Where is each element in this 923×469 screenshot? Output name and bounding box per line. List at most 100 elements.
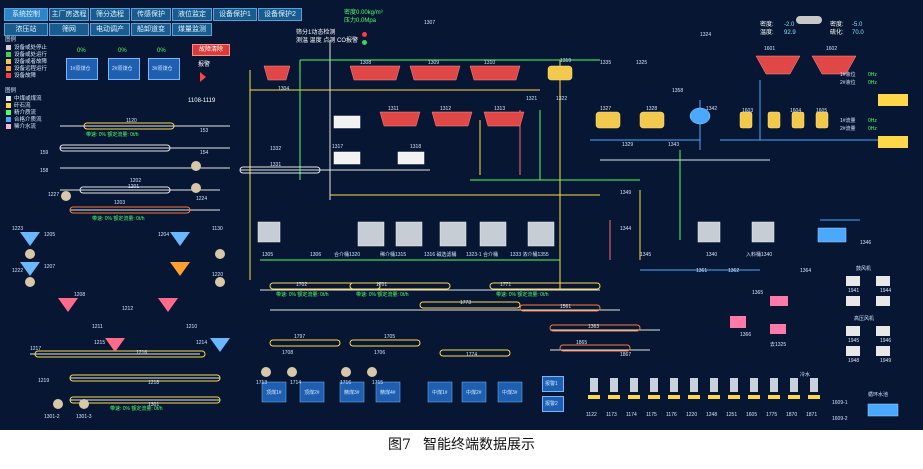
code-1361[interactable]: 1361 xyxy=(696,268,708,274)
code-1204[interactable]: 1204 xyxy=(158,232,170,238)
code-1713[interactable]: 1713 xyxy=(256,380,268,386)
nav-level[interactable]: 液位监定 xyxy=(172,8,212,21)
code-1602[interactable]: 1602 xyxy=(826,46,838,52)
code-1224[interactable]: 1224 xyxy=(196,196,208,202)
code-1301-2[interactable]: 1301-2 xyxy=(44,414,60,420)
code-1202[interactable]: 1202 xyxy=(130,178,142,184)
code-1349[interactable]: 1349 xyxy=(620,190,632,196)
code-1716[interactable]: 1716 xyxy=(340,380,352,386)
code-1317[interactable]: 1317 xyxy=(332,144,344,150)
nav-main-plant[interactable]: 主厂房选程 xyxy=(49,8,89,21)
code-1342[interactable]: 1342 xyxy=(706,106,718,112)
nav-equip-protect-1[interactable]: 设备保护1 xyxy=(213,8,257,21)
code-1701[interactable]: 1701 xyxy=(376,282,388,288)
pump-label[interactable]: 1175 xyxy=(646,412,657,418)
pump-label[interactable]: 1173 xyxy=(606,412,617,418)
code-1945[interactable]: 1945 xyxy=(848,338,860,344)
raw-coal-bin-2[interactable]: 2#原煤仓 xyxy=(108,58,140,80)
raw-coal-bin-1[interactable]: 1#原煤仓 xyxy=(66,58,98,80)
product-bin-3[interactable]: 精煤3# xyxy=(344,390,360,396)
code-1327[interactable]: 1327 xyxy=(600,106,612,112)
product-bin-4[interactable]: 精煤4# xyxy=(380,390,396,396)
pump-label[interactable]: 1775 xyxy=(766,412,778,418)
code-1774[interactable]: 1774 xyxy=(466,352,478,358)
code-1322[interactable]: 1322 xyxy=(556,96,568,102)
code-1362[interactable]: 1362 xyxy=(728,268,740,274)
code-1949[interactable]: 1949 xyxy=(880,358,892,364)
code-1207[interactable]: 1207 xyxy=(44,264,56,270)
code-1363[interactable]: 1363 xyxy=(588,324,600,330)
code-1307[interactable]: 1307 xyxy=(424,20,436,26)
code-1346[interactable]: 1346 xyxy=(860,240,872,246)
code-1218[interactable]: 1218 xyxy=(148,380,160,386)
code-1609-2[interactable]: 1609-2 xyxy=(832,416,848,422)
nav-screening[interactable]: 筛分选程 xyxy=(90,8,130,21)
product-bin-2[interactable]: 顶煤2# xyxy=(304,390,320,396)
code-1358[interactable]: 1358 xyxy=(672,88,684,94)
pump-label[interactable]: 1870 xyxy=(786,412,798,418)
code-1797[interactable]: 1797 xyxy=(294,334,306,340)
code-1301-3[interactable]: 1301-3 xyxy=(76,414,92,420)
code-158[interactable]: 158 xyxy=(40,168,49,174)
raw-coal-bin-3[interactable]: 3#原煤仓 xyxy=(148,58,180,80)
code-1865[interactable]: 1865 xyxy=(576,340,588,346)
code-1941[interactable]: 1941 xyxy=(848,288,860,294)
code-1364[interactable]: 1364 xyxy=(800,268,812,274)
code-1212[interactable]: 1212 xyxy=(122,306,134,312)
nav-screen[interactable]: 筛网 xyxy=(49,23,89,36)
pump-label[interactable]: 1871 xyxy=(806,412,818,418)
nav-sensor-protect[interactable]: 传感保护 xyxy=(131,8,171,21)
code-1343[interactable]: 1343 xyxy=(668,142,680,148)
code-1329[interactable]: 1329 xyxy=(622,142,634,148)
code-1209[interactable]: 1208 xyxy=(74,292,86,298)
code-1311[interactable]: 1311 xyxy=(388,106,399,112)
product-bin-1[interactable]: 顶煤1# xyxy=(266,390,282,396)
code-1220[interactable]: 1220 xyxy=(212,272,224,278)
code-1948[interactable]: 1948 xyxy=(848,358,860,364)
pump-label[interactable]: 1605 xyxy=(746,412,758,418)
nav-unload[interactable]: 船卸道变 xyxy=(131,23,171,36)
pump-label[interactable]: 1220 xyxy=(686,412,698,418)
code-1210[interactable]: 1210 xyxy=(186,324,198,330)
code-159[interactable]: 159 xyxy=(40,150,49,156)
code-1715[interactable]: 1715 xyxy=(372,380,384,386)
pump-label[interactable]: 1248 xyxy=(706,412,718,418)
code-1215[interactable]: 1215 xyxy=(94,340,106,346)
code-1366[interactable]: 1366 xyxy=(740,332,752,338)
product-bin-7[interactable]: 中煤3# xyxy=(502,390,518,396)
code-1332[interactable]: 1332 xyxy=(270,146,282,152)
pump-label[interactable]: 1122 xyxy=(586,412,597,418)
code-1318[interactable]: 1318 xyxy=(410,144,422,150)
code-1201[interactable]: 1201 xyxy=(128,184,140,190)
alarm-box-1[interactable]: 报警1 xyxy=(542,376,564,392)
alarm-box-2[interactable]: 报警2 xyxy=(542,396,564,412)
nav-press-station[interactable]: 浓压站 xyxy=(4,23,48,36)
code-154[interactable]: 154 xyxy=(200,150,209,156)
code-1205[interactable]: 1205 xyxy=(44,232,56,238)
code-1705[interactable]: 1705 xyxy=(384,334,396,340)
code-1321[interactable]: 1321 xyxy=(526,96,538,102)
code-1706[interactable]: 1706 xyxy=(374,350,386,356)
code-1313[interactable]: 1313 xyxy=(494,106,506,112)
nav-electric[interactable]: 电动调产 xyxy=(90,23,130,36)
code-1216[interactable]: 1216 xyxy=(136,350,148,356)
code-1944[interactable]: 1944 xyxy=(880,288,892,294)
product-bin-6[interactable]: 中煤2# xyxy=(466,390,482,396)
code-1601[interactable]: 1601 xyxy=(764,46,776,52)
code-1219[interactable]: 1219 xyxy=(38,378,50,384)
code-1309[interactable]: 1309 xyxy=(428,60,440,66)
pump-label[interactable]: 1174 xyxy=(626,412,637,418)
code-1365[interactable]: 1365 xyxy=(752,290,764,296)
pump-label[interactable]: 1251 xyxy=(726,412,738,418)
code-1946[interactable]: 1946 xyxy=(880,338,892,344)
code-1867[interactable]: 1867 xyxy=(620,352,632,358)
fault-clear-button[interactable]: 故障清除 xyxy=(192,44,230,56)
code-1605[interactable]: 1605 xyxy=(816,108,828,114)
code-1120[interactable]: 1120 xyxy=(126,118,137,124)
code-1217[interactable]: 1217 xyxy=(30,346,42,352)
pump-label[interactable]: 1176 xyxy=(666,412,677,418)
code-1773[interactable]: 1773 xyxy=(460,300,472,306)
code-1301[interactable]: 1301 xyxy=(148,402,160,408)
speaker-icon[interactable] xyxy=(200,72,206,82)
code-1214[interactable]: 1214 xyxy=(196,340,208,346)
